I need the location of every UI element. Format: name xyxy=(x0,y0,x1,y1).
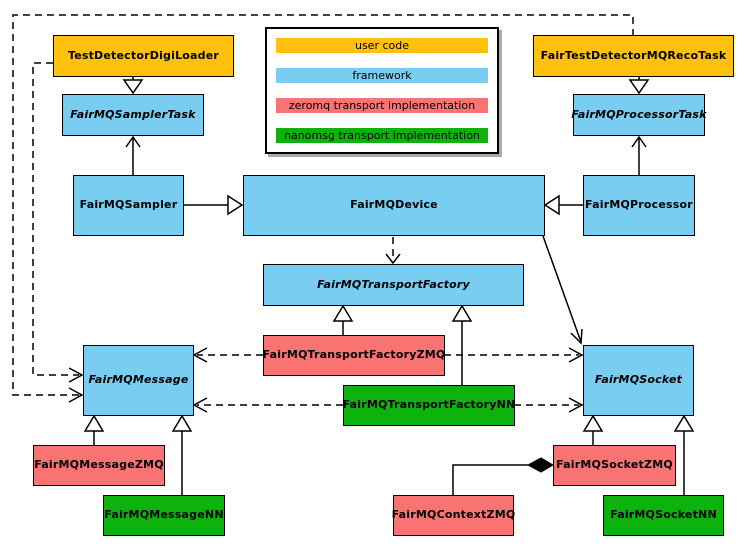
class-box-testdetectordigiloader: TestDetectorDigiLoader xyxy=(53,35,234,77)
edge-factorynn-to-message xyxy=(192,397,343,413)
edge-processor-to-device xyxy=(543,194,583,216)
class-box-fairmqsocketzmq: FairMQSocketZMQ xyxy=(553,445,676,486)
class-label: FairMQTransportFactoryZMQ xyxy=(262,348,446,362)
edge-socketzmq-to-socket xyxy=(582,414,604,445)
edge-processor-to-processortask xyxy=(631,135,647,175)
edge-sampler-to-samplertask xyxy=(125,135,141,175)
class-label: FairMQSocketZMQ xyxy=(556,458,673,472)
edge-digi-to-samplertask xyxy=(122,76,144,95)
class-box-fairmqtransportfactorynn: FairMQTransportFactoryNN xyxy=(343,385,515,426)
class-box-fairmqsocket: FairMQSocket xyxy=(583,345,694,416)
edge-factorynn-to-factory xyxy=(451,304,473,385)
edge-factoryzmq-to-socket xyxy=(444,347,584,363)
edge-factorynn-to-socket xyxy=(514,397,584,413)
edge-device-to-factory xyxy=(385,237,401,265)
edge-messagenn-to-message xyxy=(171,414,193,495)
edge-reco-to-message xyxy=(12,14,634,403)
class-label: FairMQDevice xyxy=(350,198,438,212)
class-box-fairmqmessagenn: FairMQMessageNN xyxy=(103,495,225,536)
class-label: FairMQSocketNN xyxy=(610,508,717,522)
legend-item-nanomsg: nanomsg transport implementation xyxy=(276,128,488,143)
edge-socketnn-to-socket xyxy=(673,414,695,495)
class-label: FairMQTransportFactoryNN xyxy=(342,398,516,412)
legend-item-user-code: user code xyxy=(276,38,488,53)
edge-factoryzmq-to-factory xyxy=(332,304,354,335)
class-box-fairmqsampler: FairMQSampler xyxy=(73,175,184,236)
class-label: FairMQProcessorTask xyxy=(571,107,707,121)
class-box-fairmqmessagezmq: FairMQMessageZMQ xyxy=(33,445,165,486)
class-box-fairmqcontextzmq: FairMQContextZMQ xyxy=(391,495,516,536)
class-label: FairMQMessage xyxy=(88,373,189,387)
edge-contextzmq-to-socketzmq xyxy=(452,457,554,495)
edge-messagezmq-to-message xyxy=(83,414,105,445)
edge-device-to-socket xyxy=(542,235,583,345)
class-box-fairmqdevice: FairMQDevice xyxy=(243,175,545,236)
class-label: FairMQMessageZMQ xyxy=(34,458,164,472)
class-box-fairmqmessage: FairMQMessage xyxy=(83,345,194,416)
class-label: FairMQSampler xyxy=(79,198,178,212)
class-box-fairmqsocketnn: FairMQSocketNN xyxy=(603,495,724,536)
legend-item-framework: framework xyxy=(276,68,488,83)
legend-item-zeromq: zeromq transport implementation xyxy=(276,98,488,113)
class-box-fairmqtransportfactoryzmq: FairMQTransportFactoryZMQ xyxy=(263,335,445,376)
edge-digi-to-message xyxy=(32,62,84,383)
class-label: FairMQProcessor xyxy=(585,198,693,212)
class-box-fairmqtransportfactory: FairMQTransportFactory xyxy=(263,264,524,306)
class-label: FairMQSamplerTask xyxy=(70,107,196,121)
class-box-fairtestdetectormqrecotask: FairTestDetectorMQRecoTask xyxy=(533,35,734,77)
class-label: FairMQSocket xyxy=(594,373,683,387)
edge-sampler-to-device xyxy=(184,194,244,216)
class-label: FairMQContextZMQ xyxy=(391,508,516,522)
edge-factoryzmq-to-message xyxy=(192,347,263,363)
class-label: FairTestDetectorMQRecoTask xyxy=(540,48,727,62)
class-box-fairmqprocessor: FairMQProcessor xyxy=(583,175,695,236)
edge-reco-to-processortask xyxy=(628,76,650,95)
class-label: FairMQTransportFactory xyxy=(317,277,470,291)
class-box-fairmqprocessortask: FairMQProcessorTask xyxy=(571,94,707,136)
class-label: FairMQMessageNN xyxy=(104,508,224,522)
class-label: TestDetectorDigiLoader xyxy=(67,48,220,62)
class-box-fairmqsamplertask: FairMQSamplerTask xyxy=(62,94,204,136)
legend: user code framework zeromq transport imp… xyxy=(265,27,499,154)
